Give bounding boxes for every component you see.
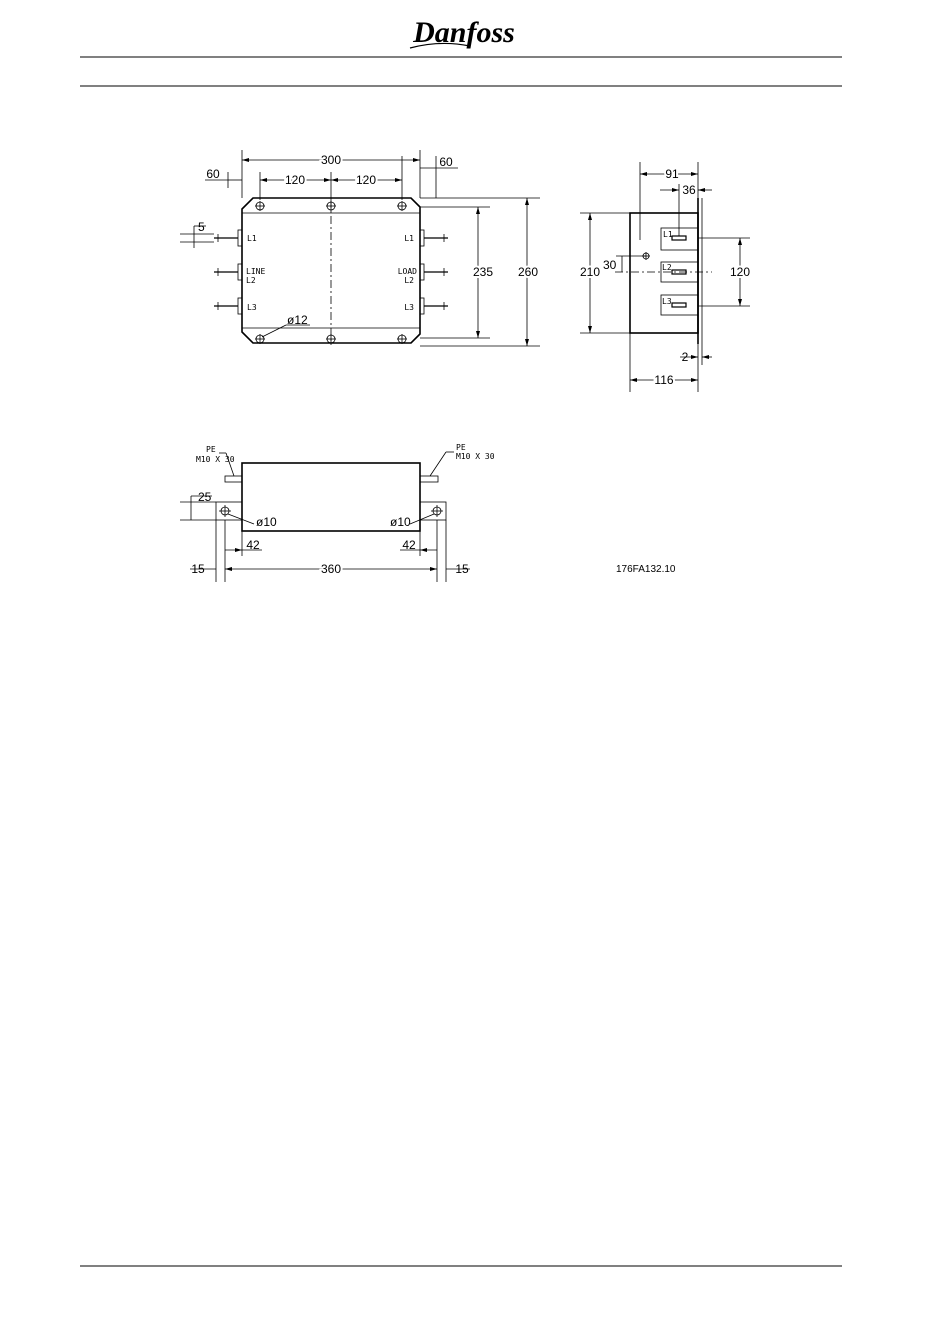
dim-arrow <box>420 548 427 552</box>
dim-arrow <box>235 548 242 552</box>
mounting-hole <box>255 201 265 211</box>
terminal-label-l1: L1 <box>247 234 257 243</box>
dim-36: 36 <box>682 183 696 197</box>
mounting-hole <box>397 201 407 211</box>
pe-stud-right <box>420 476 438 482</box>
dim-300: 300 <box>321 153 341 167</box>
dim-60-right: 60 <box>439 155 453 169</box>
side-terminal-bar <box>672 236 686 240</box>
dim-15-left: 15 <box>191 562 205 576</box>
dim-120-left: 120 <box>285 173 305 187</box>
right-terminals <box>420 230 448 314</box>
dim-116: 116 <box>654 373 673 387</box>
dim-260: 260 <box>518 265 538 279</box>
dim-120-right: 120 <box>356 173 376 187</box>
dim-arrows <box>691 355 709 359</box>
drawing-code: 176FA132.10 <box>616 564 676 575</box>
hole-leader-left <box>228 514 254 524</box>
dim-210: 210 <box>580 265 600 279</box>
dim-42-left: 42 <box>246 538 260 552</box>
dim-91: 91 <box>665 167 679 181</box>
dim-2: 2 <box>682 350 689 364</box>
hole-diameter-right: ø10 <box>390 515 411 529</box>
side-label-l3: L3 <box>662 297 672 306</box>
dim-235: 235 <box>473 265 493 279</box>
pe-bolt-label-left: M10 X 30 <box>196 455 235 464</box>
bottom-view: PE M10 X 30 PE M10 X 30 25 ø10 ø10 42 42 <box>180 443 495 582</box>
terminal-label-l1-right: L1 <box>404 234 414 243</box>
hole-diameter-label: ø12 <box>287 313 308 327</box>
hole-leader <box>262 325 286 337</box>
foot-hole-left <box>219 505 231 517</box>
left-terminals <box>214 230 242 314</box>
pe-label-right: PE <box>456 443 466 452</box>
mounting-hole <box>326 201 336 211</box>
front-view: L1 LINE L2 L3 L1 LOAD L2 L3 ø12 300 60 1… <box>180 150 540 346</box>
side-label-l2: L2 <box>662 263 672 272</box>
dim-30: 30 <box>603 258 617 272</box>
pe-leader-right <box>430 452 446 476</box>
dim-5: 5 <box>198 220 205 234</box>
terminal-label-l2: L2 <box>246 276 256 285</box>
foot-hole-right <box>431 505 443 517</box>
dim-360: 360 <box>321 562 341 576</box>
hole-diameter-left: ø10 <box>256 515 277 529</box>
terminal-label-load: LOAD <box>398 267 417 276</box>
terminal-label-l3-right: L3 <box>404 303 414 312</box>
terminal-label-line: LINE <box>246 267 265 276</box>
pe-stud-left <box>225 476 242 482</box>
terminal-label-l3: L3 <box>247 303 257 312</box>
dim-25: 25 <box>198 490 212 504</box>
dim-120: 120 <box>730 265 750 279</box>
pe-bolt-label-right: M10 X 30 <box>456 452 495 461</box>
pe-label-left: PE <box>206 445 216 454</box>
dim-42-right: 42 <box>402 538 416 552</box>
side-label-l1: L1 <box>663 230 673 239</box>
side-view: L1 L2 L3 91 36 210 30 <box>580 162 750 392</box>
terminal-label-l2-right: L2 <box>404 276 414 285</box>
dim-15-right: 15 <box>455 562 469 576</box>
hole-leader-right <box>410 514 434 524</box>
brand-logo: Danfoss <box>410 16 515 49</box>
dim-60-left: 60 <box>206 167 220 181</box>
side-terminal-bar <box>672 303 686 307</box>
